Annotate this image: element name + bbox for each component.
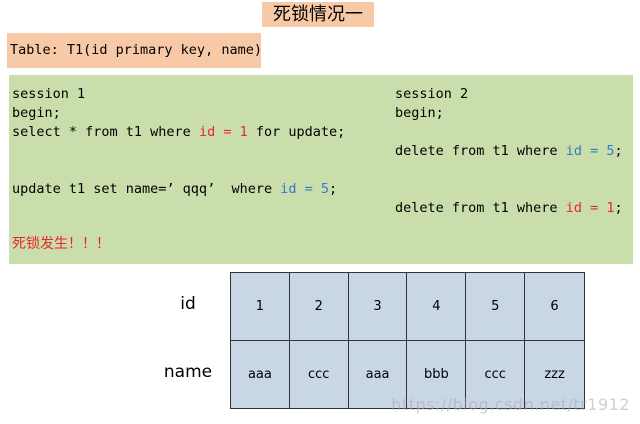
code-text: ; [329,181,338,197]
page-title: 死锁情况一 [262,2,374,27]
name-cell: ccc [466,340,526,408]
code-text: delete from t1 where [395,200,566,216]
id-cell: 3 [348,273,408,341]
session-1-update: update t1 set name=’ qqq’ where id = 5; [12,180,337,199]
code-block: session 1 session 2 begin; begin; select… [9,75,633,264]
id-cell: 6 [525,273,584,341]
condition-id-5: id = 5 [565,143,615,159]
id-cell: 5 [466,273,526,341]
session-1-begin: begin; [12,105,61,121]
session-2-begin: begin; [395,105,444,121]
id-cell: 2 [289,273,349,341]
name-cell: zzz [544,366,565,382]
id-cell: 4 [407,273,467,341]
session-1-header: session 1 [12,86,86,102]
name-cell: ccc [290,340,349,408]
code-text: ; [614,143,623,159]
condition-id-1: id = 1 [198,124,248,140]
id-cell: 1 [231,273,290,341]
name-cell: bbb [407,340,467,408]
session-2-header: session 2 [395,86,469,102]
code-text: ; [614,200,623,216]
condition-id-1: id = 1 [565,200,615,216]
table-definition: Table: T1(id primary key, name) [7,33,262,68]
session-2-delete-id-1: delete from t1 where id = 1; [395,199,623,218]
name-cell: aaa [349,340,408,408]
data-grid: 1 2 3 4 5 6 aaa ccc aaa bbb ccc zzz [230,272,585,409]
session-2-delete-id-5: delete from t1 where id = 5; [395,142,623,161]
row-label-name: name [163,362,213,382]
code-text: update t1 set name=’ qqq’ where [12,181,281,197]
code-text: select * from t1 where [12,124,199,140]
code-text: for update; [247,124,346,140]
name-cell: aaa [231,340,290,408]
session-1-select: select * from t1 where id = 1 for update… [12,123,345,142]
condition-id-5: id = 5 [280,181,329,197]
row-label-id: id [180,294,196,314]
deadlock-result: 死锁发生！！！ [12,236,110,252]
code-text: delete from t1 where [395,143,566,159]
watermark: https://blog.csdn.net/tr1912 [391,395,630,414]
